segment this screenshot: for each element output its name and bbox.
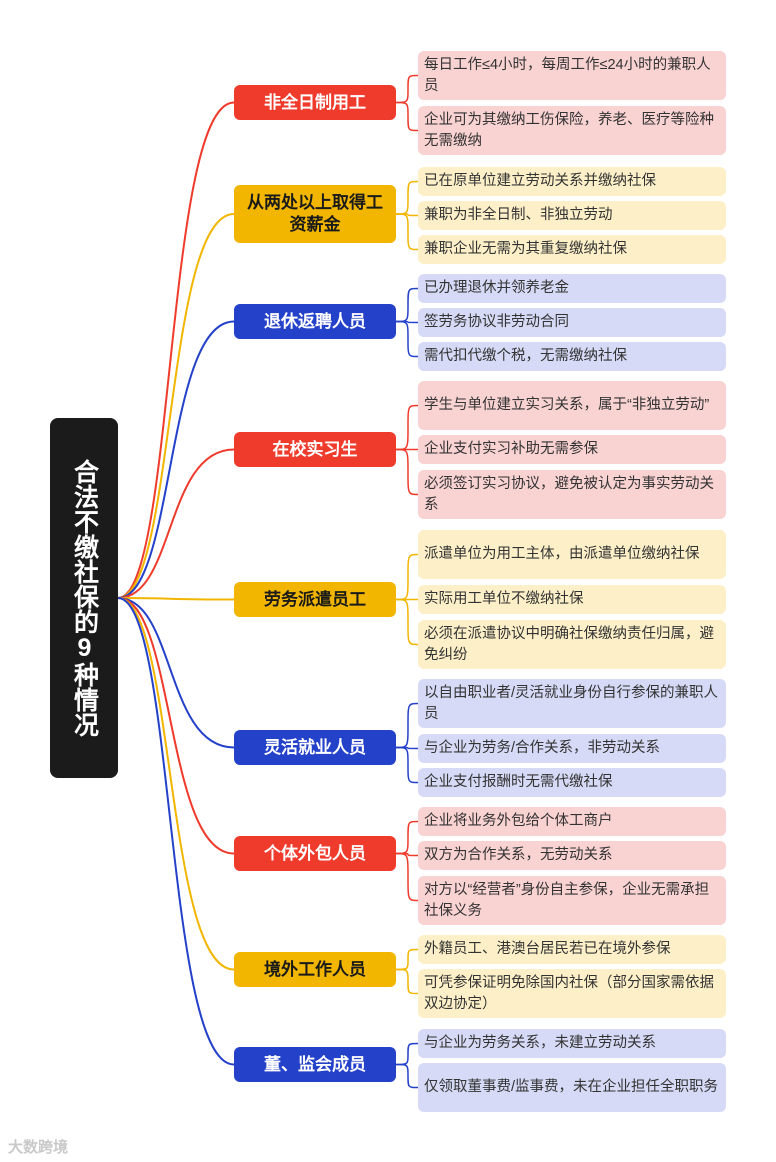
leaf-dispatched-1: 派遣单位为用工主体，由派遣单位缴纳社保 bbox=[418, 530, 726, 579]
leaf-dispatched-2: 实际用工单位不缴纳社保 bbox=[418, 585, 726, 614]
leaf-connector bbox=[395, 320, 419, 358]
branch-multiple-salaries: 从两处以上取得工资薪金 bbox=[234, 185, 396, 243]
leaf-board-1: 与企业为劳务关系，未建立劳动关系 bbox=[418, 1029, 726, 1058]
leaf-board-2: 仅领取董事费/监事费，未在企业担任全职职务 bbox=[418, 1063, 726, 1112]
branch-intern: 在校实习生 bbox=[234, 432, 396, 467]
leaf-connector bbox=[395, 746, 419, 784]
leaf-outsourcing-1: 企业将业务外包给个体工商户 bbox=[418, 807, 726, 836]
leaf-intern-1: 学生与单位建立实习关系，属于“非独立劳动” bbox=[418, 381, 726, 430]
leaf-connector bbox=[395, 404, 419, 451]
leaf-flexible-2: 与企业为劳务/合作关系，非劳动关系 bbox=[418, 734, 726, 763]
branch-overseas-worker: 境外工作人员 bbox=[234, 952, 396, 987]
leaf-connector bbox=[395, 702, 419, 749]
branch-connector bbox=[117, 320, 235, 599]
branch-connector bbox=[117, 597, 235, 1066]
leaf-outsourcing-3: 对方以“经营者”身份自主参保，企业无需承担社保义务 bbox=[418, 876, 726, 925]
leaf-connector bbox=[395, 213, 419, 251]
leaf-multiple-salaries-3: 兼职企业无需为其重复缴纳社保 bbox=[418, 235, 726, 264]
leaf-intern-3: 必须签订实习协议，避免被认定为事实劳动关系 bbox=[418, 470, 726, 519]
branch-retired-rehired: 退休返聘人员 bbox=[234, 304, 396, 339]
branch-connector bbox=[117, 597, 235, 971]
leaf-connector bbox=[395, 101, 419, 132]
branch-connector bbox=[117, 448, 235, 599]
leaf-connector bbox=[395, 968, 419, 995]
leaf-connector bbox=[395, 1042, 419, 1066]
leaf-retired-1: 已办理退休并领养老金 bbox=[418, 274, 726, 303]
leaf-retired-3: 需代扣代缴个税，无需缴纳社保 bbox=[418, 342, 726, 371]
leaf-retired-2: 签劳务协议非劳动合同 bbox=[418, 308, 726, 337]
leaf-connector bbox=[395, 598, 419, 646]
root-title: 合法不缴社保的9种情况 bbox=[50, 418, 118, 778]
leaf-connector bbox=[395, 553, 419, 601]
leaf-flexible-1: 以自由职业者/灵活就业身份自行参保的兼职人员 bbox=[418, 679, 726, 728]
leaf-outsourcing-2: 双方为合作关系，无劳动关系 bbox=[418, 841, 726, 870]
leaf-connector bbox=[395, 1063, 419, 1089]
branch-connector bbox=[117, 597, 235, 855]
leaf-part-time-2: 企业可为其缴纳工伤保险，养老、医疗等险种无需缴纳 bbox=[418, 106, 726, 155]
branch-connector bbox=[117, 101, 235, 599]
branch-connector bbox=[117, 597, 235, 601]
leaf-overseas-1: 外籍员工、港澳台居民若已在境外参保 bbox=[418, 935, 726, 964]
branch-flexible-employment: 灵活就业人员 bbox=[234, 730, 396, 765]
leaf-multiple-salaries-2: 兼职为非全日制、非独立劳动 bbox=[418, 201, 726, 230]
leaf-connector bbox=[395, 448, 419, 496]
leaf-dispatched-3: 必须在派遣协议中明确社保缴纳责任归属，避免纠纷 bbox=[418, 620, 726, 669]
leaf-connector bbox=[395, 948, 419, 971]
branch-individual-outsourcing: 个体外包人员 bbox=[234, 836, 396, 871]
leaf-multiple-salaries-1: 已在原单位建立劳动关系并缴纳社保 bbox=[418, 167, 726, 196]
leaf-connector bbox=[395, 820, 419, 855]
leaf-overseas-2: 可凭参保证明免除国内社保（部分国家需依据双边协定） bbox=[418, 969, 726, 1018]
branch-board-member: 董、监会成员 bbox=[234, 1047, 396, 1082]
leaf-connector bbox=[395, 287, 419, 323]
leaf-intern-2: 企业支付实习补助无需参保 bbox=[418, 435, 726, 464]
branch-connector bbox=[117, 213, 235, 599]
leaf-connector bbox=[395, 852, 419, 902]
leaf-connector bbox=[395, 74, 419, 104]
leaf-connector bbox=[395, 180, 419, 215]
branch-dispatched-worker: 劳务派遣员工 bbox=[234, 582, 396, 617]
watermark: 大数跨境 bbox=[8, 1139, 69, 1156]
branch-part-time: 非全日制用工 bbox=[234, 85, 396, 120]
leaf-part-time-1: 每日工作≤4小时，每周工作≤24小时的兼职人员 bbox=[418, 51, 726, 100]
branch-connector bbox=[117, 597, 235, 749]
leaf-flexible-3: 企业支付报酬时无需代缴社保 bbox=[418, 768, 726, 797]
